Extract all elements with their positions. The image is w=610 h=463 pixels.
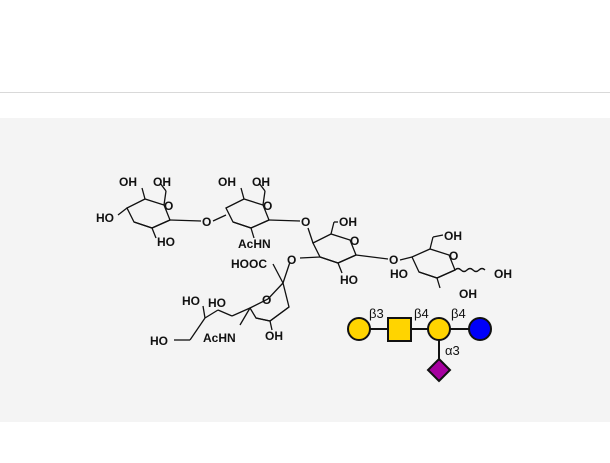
gal1-ho3-label: HO bbox=[96, 211, 114, 225]
section-divider bbox=[0, 92, 610, 93]
sia-ho9-label: HO bbox=[150, 334, 168, 348]
gal1-oh6-label: OH bbox=[153, 175, 171, 189]
glc-oh2-label: OH bbox=[459, 287, 477, 301]
linkage-beta3-label: β3 bbox=[369, 306, 384, 321]
galactose-ring-2: O OH HO bbox=[299, 215, 389, 287]
glcnac-oh6-label: OH bbox=[252, 175, 270, 189]
sia-cooh-label: HOOC bbox=[231, 257, 267, 271]
glycan-structure-diagram: O OH OH HO HO O O OH OH AcHN O bbox=[96, 175, 512, 383]
sia-ho-a-label: HO bbox=[182, 294, 200, 308]
ring-oxygen-label: O bbox=[350, 234, 359, 248]
sia-glycosidic-oxygen: O bbox=[287, 253, 296, 267]
ring-oxygen-label: O bbox=[263, 199, 272, 213]
glcnac-ring: O OH OH AcHN bbox=[212, 175, 301, 251]
chemical-structure: O OH OH HO HO O O OH OH AcHN O bbox=[96, 175, 512, 348]
snfg-glycan-symbol: β3 β4 β4 α3 bbox=[347, 306, 492, 383]
linkage-beta4-label-1: β4 bbox=[414, 306, 429, 321]
sia-oh4-label: OH bbox=[265, 329, 283, 343]
sialic-acid-ring: O HO HO HO AcHN OH bbox=[150, 261, 291, 348]
bottom-blank-area bbox=[0, 422, 610, 463]
glcnac-oh4-label: OH bbox=[218, 175, 236, 189]
galactose-circle-icon bbox=[427, 317, 451, 341]
gal2-oh6-label: OH bbox=[339, 215, 357, 229]
glycosidic-oxygen-3: O bbox=[389, 253, 398, 267]
neu5ac-diamond-icon bbox=[426, 357, 452, 383]
sia-achn-label: AcHN bbox=[203, 331, 236, 345]
glc-oh6-label: OH bbox=[444, 229, 462, 243]
glcnac-square-icon bbox=[387, 317, 412, 342]
sia-ho-b-label: HO bbox=[208, 296, 226, 310]
top-blank-area bbox=[0, 0, 610, 92]
ring-oxygen-label: O bbox=[262, 293, 271, 307]
glucose-ring: O OH HO OH OH bbox=[390, 229, 512, 301]
glc-ho3-label: HO bbox=[390, 267, 408, 281]
glycosidic-oxygen-2: O bbox=[301, 215, 310, 229]
galactose-ring-1: O OH OH HO HO bbox=[96, 175, 202, 249]
ring-oxygen-label: O bbox=[164, 199, 173, 213]
glycosidic-oxygen-1: O bbox=[202, 215, 211, 229]
gal1-ho2-label: HO bbox=[157, 235, 175, 249]
glc-oh1-label: OH bbox=[494, 267, 512, 281]
gal2-ho2-label: HO bbox=[340, 273, 358, 287]
gal1-oh4-label: OH bbox=[119, 175, 137, 189]
glcnac-achn-label: AcHN bbox=[238, 237, 271, 251]
glucose-circle-icon bbox=[468, 317, 492, 341]
galactose-circle-icon bbox=[347, 317, 371, 341]
ring-oxygen-label: O bbox=[449, 249, 458, 263]
linkage-beta4-label-2: β4 bbox=[451, 306, 466, 321]
linkage-alpha3-label: α3 bbox=[445, 343, 460, 358]
structure-figure-panel: O OH OH HO HO O O OH OH AcHN O bbox=[0, 118, 610, 422]
